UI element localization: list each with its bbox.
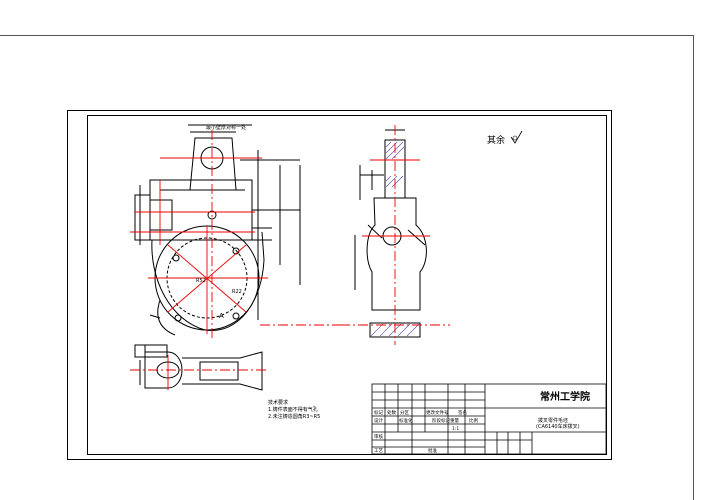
- drawing-frame-outer: [67, 110, 612, 460]
- drawing-frame-inner: [87, 115, 607, 455]
- top-view-centerlines: [130, 355, 268, 390]
- roughness-symbol-icon: [510, 130, 523, 144]
- tb-sign: 签名: [458, 409, 467, 416]
- roughness-note: 其余: [487, 130, 523, 146]
- front-view-centerlines: [130, 130, 340, 340]
- school-name: 常州工学院: [540, 390, 590, 403]
- top-view: [134, 344, 263, 391]
- tb-count: 处数: [387, 409, 396, 416]
- part-title-line1: 拨叉零件毛坯: [538, 417, 568, 424]
- tech-requirements: 技术要求 1.铸件表面不得有气孔 2.未注铸造圆角R3~R5: [268, 399, 320, 420]
- dimension-note: 最小壁厚对称一处: [206, 124, 246, 131]
- dim-label-a: A: [219, 312, 224, 320]
- roughness-note-label: 其余: [487, 134, 505, 146]
- tb-process: 工艺: [374, 448, 383, 454]
- tb-scale-value: 1:1: [452, 426, 459, 432]
- tb-review: 审核: [374, 433, 383, 440]
- title-block: [371, 383, 607, 455]
- tech-req-title: 技术要求: [268, 399, 288, 406]
- dim-label-r22: R22: [232, 289, 242, 295]
- tb-weight: 重量: [450, 417, 459, 424]
- sheet-border: [0, 35, 694, 500]
- tb-change-doc: 更改文件号: [426, 409, 449, 416]
- tb-scale: 比例: [469, 417, 478, 424]
- title-block-text: 常州工学院 拨叉零件毛坯 (CA6140车床拨叉) 标记 处数 分区 更改文件号…: [374, 390, 590, 454]
- tb-approve: 批准: [428, 447, 437, 454]
- tb-mark: 标记: [374, 409, 383, 416]
- front-view-labels: 最小壁厚对称一处 R52 R22 A: [196, 124, 246, 320]
- dim-label-r52: R52: [196, 278, 206, 284]
- tech-req-line2: 2.未注铸造圆角R3~R5: [268, 413, 320, 420]
- roughness-circle-icon: [512, 135, 518, 141]
- tech-req-line1: 1.铸件表面不得有气孔: [268, 406, 318, 413]
- side-view-centerlines: [340, 125, 450, 345]
- part-title-line2: (CA6140车床拨叉): [536, 423, 580, 430]
- tb-zone: 分区: [400, 409, 409, 416]
- tb-standard: 标准化: [399, 417, 413, 424]
- tb-design: 设计: [374, 417, 383, 424]
- tb-stage-mark: 阶段标记: [432, 417, 450, 424]
- side-view: [354, 129, 427, 338]
